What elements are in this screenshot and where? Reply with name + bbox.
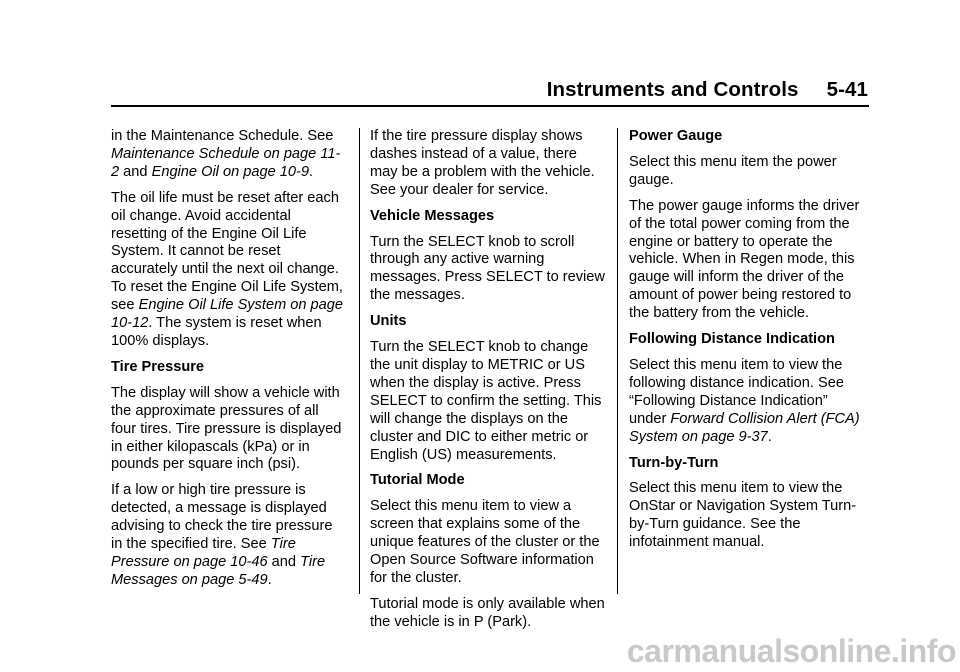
section-heading: Tire Pressure [111, 358, 205, 375]
xref-link[interactable]: Engine Oil on page 10-9 [151, 163, 309, 180]
paragraph: If the tire pressure display shows dashe… [370, 128, 595, 198]
header-rule [111, 105, 869, 107]
section-heading: Following Distance Indication [629, 331, 835, 348]
column-3: Power Gauge Select this menu item the po… [629, 128, 865, 560]
section-heading: Vehicle Messages [370, 207, 495, 224]
paragraph: Select this menu item to view a screen t… [370, 498, 600, 586]
paragraph: Select this menu item the power gauge. [629, 153, 837, 188]
xref-link[interactable]: Tire Messages on page 5-49 [111, 553, 326, 588]
xref-link[interactable]: Maintenance Schedule on page 11-2 [111, 145, 341, 180]
paragraph: The display will show a vehicle with the… [111, 384, 342, 473]
section-title: Instruments and Controls [546, 78, 799, 101]
page-number: 5-41 [826, 78, 868, 101]
paragraph: Select this menu item to view the follow… [629, 356, 860, 445]
paragraph: Select this menu item to view the OnStar… [629, 480, 857, 551]
xref-link[interactable]: Forward Collision Alert (FCA) System on … [629, 410, 860, 445]
section-heading: Units [370, 313, 407, 330]
paragraph: Tutorial mode is only available when the… [370, 595, 605, 630]
watermark: carmanualsonline.info [626, 633, 957, 669]
paragraph: Turn the SELECT knob to scroll through a… [370, 233, 605, 304]
column-2: If the tire pressure display shows dashe… [370, 128, 606, 640]
xref-link[interactable]: Engine Oil Life System on page 10-12 [111, 297, 344, 332]
section-heading: Turn-by-Turn [629, 454, 719, 471]
section-heading: Power Gauge [629, 128, 723, 144]
paragraph: If a low or high tire pressure is detect… [111, 482, 333, 588]
paragraph: The power gauge informs the driver of th… [629, 197, 860, 322]
page-header: Instruments and Controls 5-41 [547, 78, 868, 102]
paragraph: The oil life must be reset after each oi… [111, 189, 344, 349]
section-heading: Tutorial Mode [370, 472, 465, 489]
paragraph: Turn the SELECT knob to change the unit … [370, 339, 602, 463]
xref-link[interactable]: Tire Pressure on page 10-46 [111, 536, 296, 570]
column-divider-1 [359, 128, 360, 594]
column-divider-2 [617, 128, 618, 594]
